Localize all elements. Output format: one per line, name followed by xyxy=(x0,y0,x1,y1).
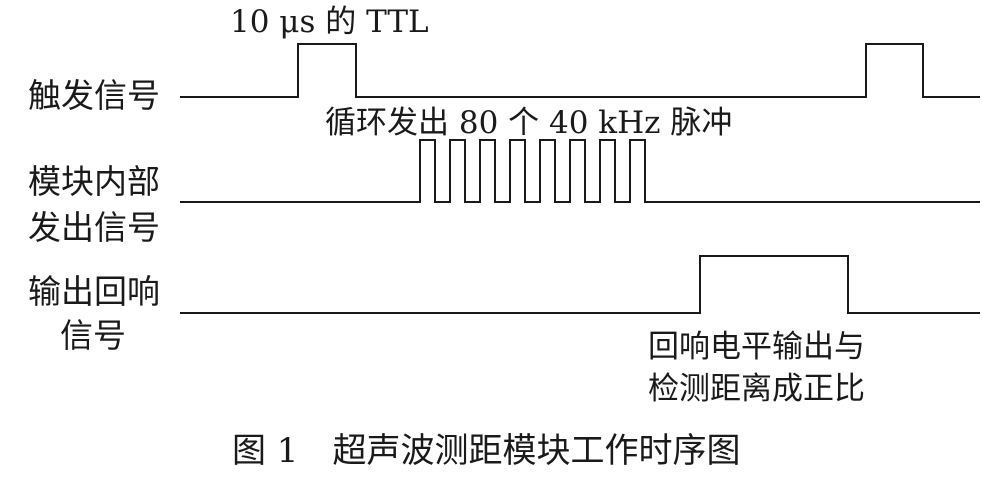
trigger-waveform xyxy=(180,43,980,98)
label-trigger-signal: 触发信号 xyxy=(28,76,160,115)
annotation-echo-line2: 检测距离成正比 xyxy=(648,371,865,407)
echo-waveform xyxy=(180,255,980,314)
annotation-burst: 循环发出 80 个 40 kHz 脉冲 xyxy=(325,105,733,141)
label-internal-signal-line1: 模块内部 xyxy=(28,162,160,201)
label-echo-signal-line1: 输出回响 xyxy=(28,272,160,311)
internal-burst-waveform xyxy=(180,139,980,203)
label-echo-signal-line2: 信号 xyxy=(60,316,126,355)
figure-caption: 图 1 超声波测距模块工作时序图 xyxy=(232,431,741,471)
annotation-echo-line1: 回响电平输出与 xyxy=(648,329,865,365)
annotation-ttl-pulse: 10 μs 的 TTL xyxy=(230,4,429,40)
label-internal-signal-line2: 发出信号 xyxy=(28,208,160,247)
